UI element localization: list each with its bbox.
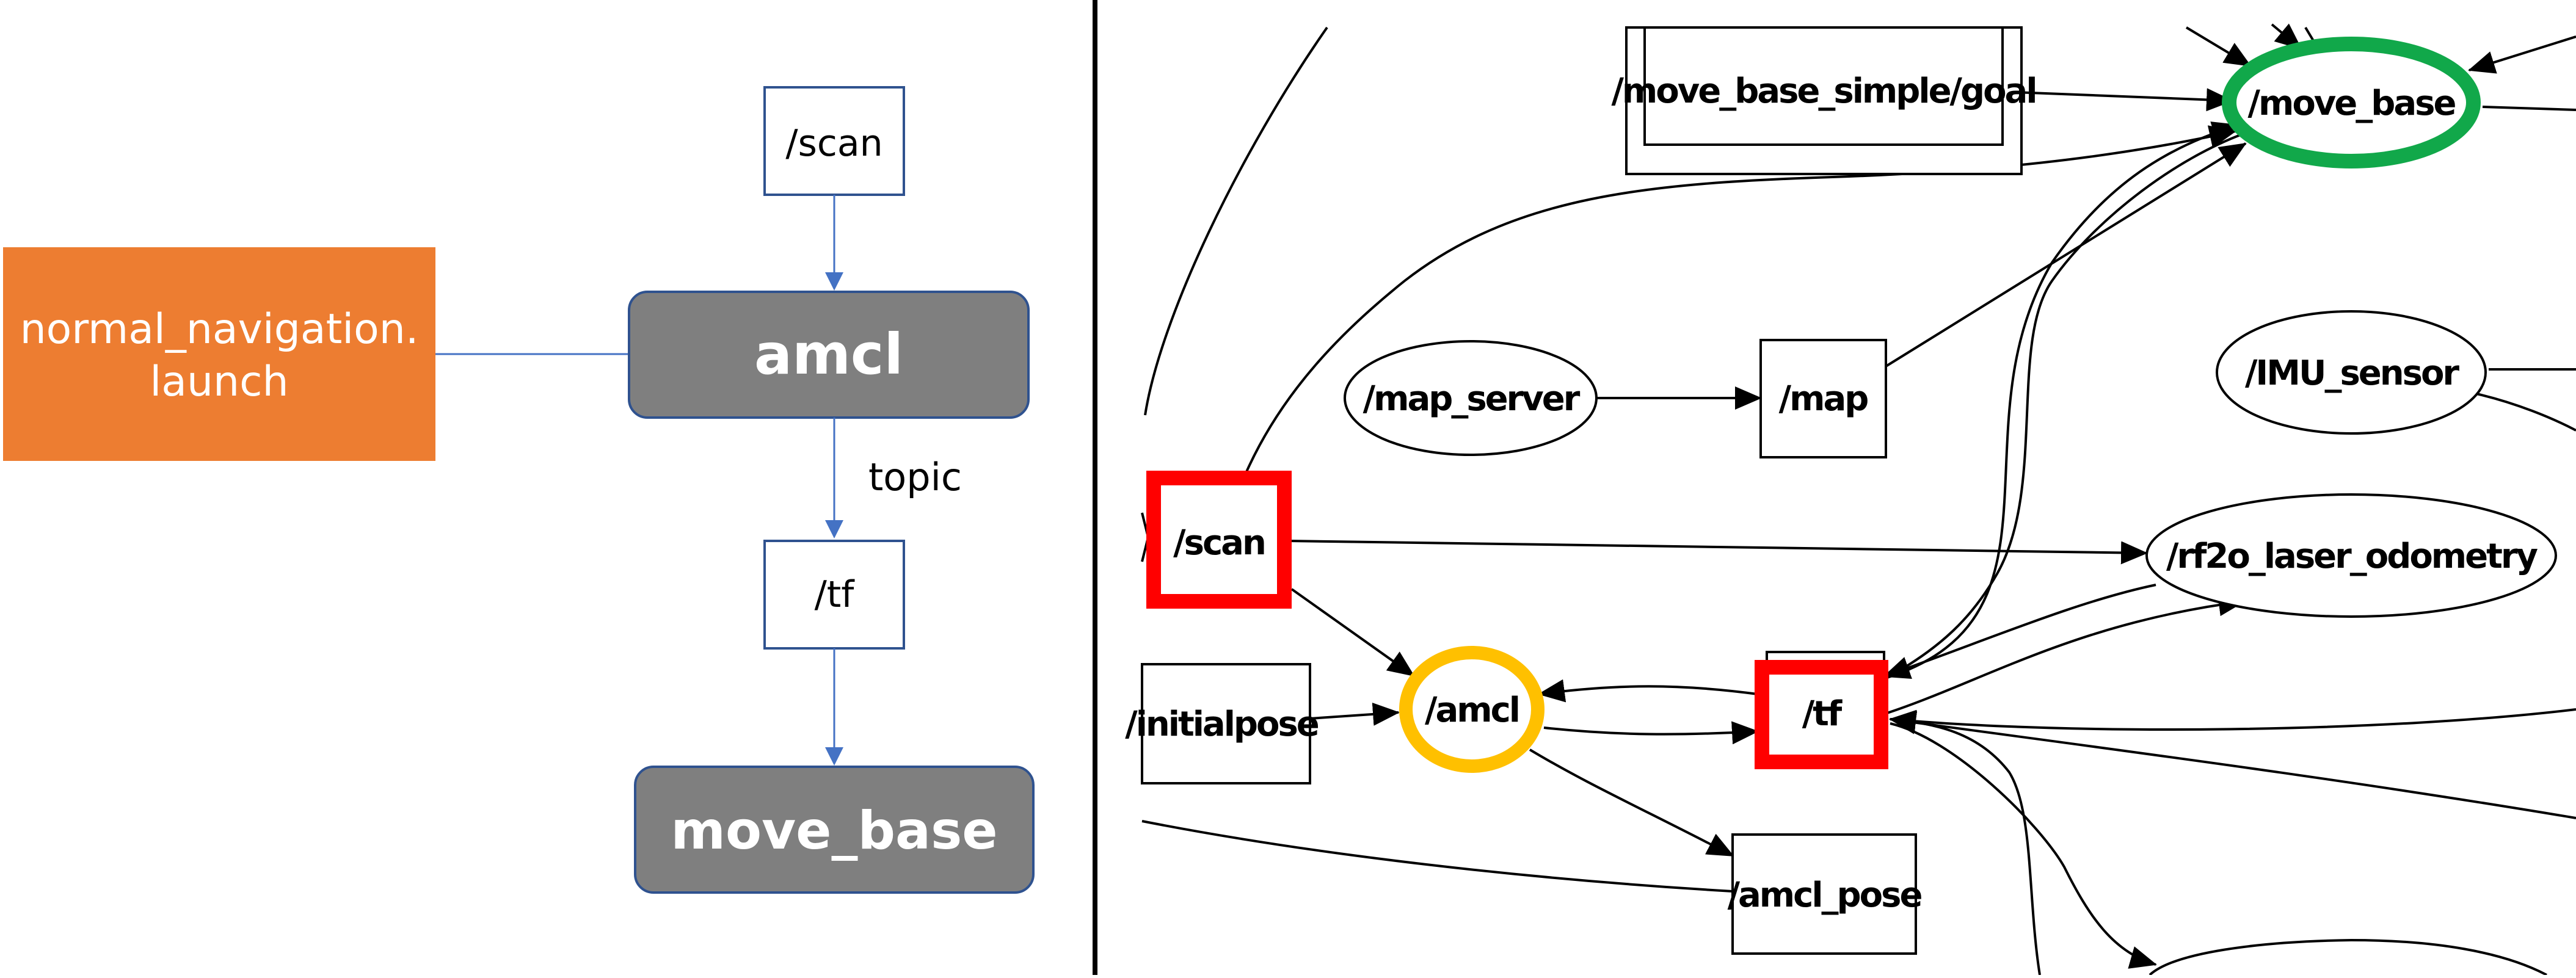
- scan-topic-label: /scan: [785, 122, 882, 165]
- goal-topic-label: /move_base_simple/goal: [1611, 71, 2036, 111]
- edge-right-to-tf-1: [1889, 708, 2576, 733]
- amcl-node-label: amcl: [754, 322, 903, 387]
- edge-amcl-pose-left: [1141, 820, 1733, 893]
- edge-rf2o-tf: [1883, 584, 2156, 679]
- edge-map-move-base: [1885, 142, 2247, 368]
- map-topic-label: /map: [1779, 379, 1868, 419]
- scan-topic-label: /scan: [1173, 523, 1265, 563]
- move-base-node-label: move_base: [671, 800, 997, 861]
- edge-right-to-tf-2: [1889, 711, 2576, 819]
- tf-topic-label: /tf: [815, 573, 856, 616]
- edge-bottom-to-tf: [1889, 709, 2041, 975]
- map-topic-box: [1759, 339, 1887, 458]
- amcl-node-box: [628, 291, 1030, 419]
- tf-topic-box: [763, 540, 905, 650]
- launch-file-label-line2: launch: [150, 358, 288, 406]
- edge-scan-move-base: [1245, 125, 2236, 474]
- edge-tf-amcl: [1538, 679, 1758, 703]
- move-base-node-box: [634, 766, 1035, 894]
- amcl-node: [1399, 646, 1545, 773]
- move-base-node-label: /move_base: [2248, 84, 2456, 123]
- amcl-pose-label: /amcl_pose: [1728, 875, 1922, 915]
- initialpose-label: /initialpose: [1125, 705, 1319, 744]
- edge-tf-bottom: [1890, 722, 2157, 969]
- initialpose-topic-box: [1141, 663, 1311, 784]
- amcl-node-label: /amcl: [1425, 690, 1519, 730]
- edge-imu-out-2: [2476, 393, 2576, 432]
- move-base-node: [2222, 37, 2481, 168]
- tf-topic-box: [1755, 660, 1888, 769]
- partial-node-bottom-right: [2148, 938, 2547, 975]
- edge-scan-amcl: [1290, 588, 1415, 677]
- edge-left-curve: [1144, 26, 1328, 416]
- edge-initialpose-amcl: [1309, 702, 1400, 726]
- rqt-graph: /move_base_simple/goal /move_base /map_s…: [1125, 23, 2576, 975]
- goal-topic-box: [1643, 26, 2004, 146]
- edge-tf-rf2o: [1887, 593, 2246, 714]
- edge-amcl-tf: [1543, 721, 1759, 745]
- flow-diagram: normal_navigation. launch /scan amcl top…: [3, 86, 1035, 894]
- edge-scan-rf2o: [1288, 540, 2148, 565]
- panel-divider: [1093, 0, 1097, 975]
- map-server-node: [1344, 340, 1598, 456]
- edge-move-base-out: [2482, 106, 2576, 111]
- launch-file-box: [3, 247, 435, 461]
- map-server-label: /map_server: [1363, 379, 1581, 419]
- scan-topic-box: [1146, 471, 1292, 609]
- edge-right-to-move-base: [2468, 35, 2576, 74]
- flow-diagram-panel: normal_navigation. launch /scan amcl top…: [0, 0, 1093, 975]
- edge-amcl-amcl-pose: [1529, 748, 1734, 857]
- topic-label: topic: [868, 455, 962, 499]
- rqt-graph-panel: /move_base_simple/goal /move_base /map_s…: [1097, 0, 2576, 975]
- edge-tf-move-base: [1887, 121, 2239, 679]
- rf2o-node: [2145, 493, 2557, 618]
- launch-file-label-line1: normal_navigation.: [20, 305, 419, 353]
- imu-sensor-label: /IMU_sensor: [2245, 353, 2459, 393]
- edge-goal-move-base: [1999, 88, 2233, 112]
- imu-sensor-node: [2216, 310, 2487, 435]
- edge-move-base-tf: [1887, 127, 2260, 679]
- edge-top-1: [2185, 26, 2252, 67]
- rf2o-label: /rf2o_laser_odometry: [2166, 537, 2538, 576]
- tf-topic-label: /tf: [1802, 694, 1843, 734]
- amcl-pose-topic-box: [1731, 833, 1917, 955]
- graph-edges: [1141, 23, 2576, 975]
